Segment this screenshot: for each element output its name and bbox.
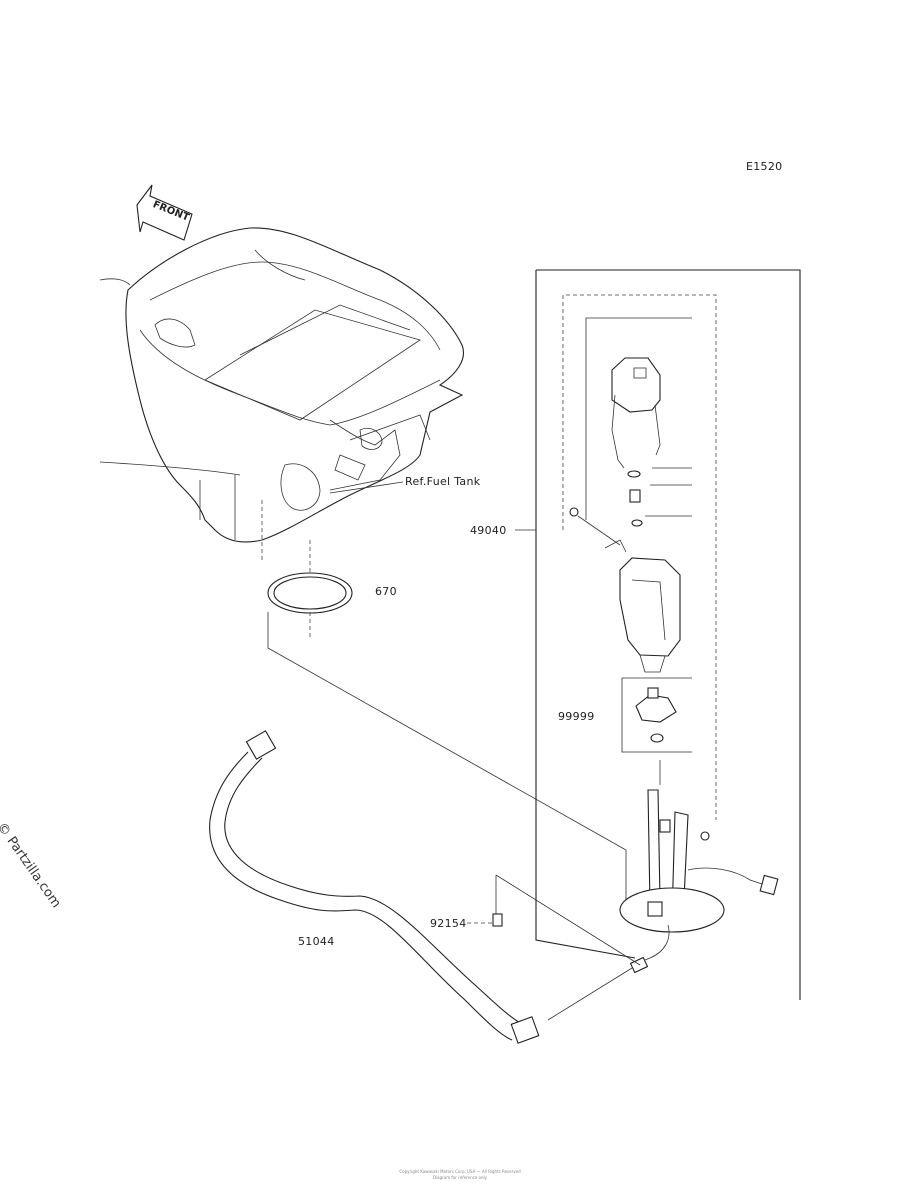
part-51044-label: 51044	[298, 935, 335, 948]
ref-fuel-tank-label: Ref.Fuel Tank	[405, 475, 481, 488]
pump-base-plate	[619, 887, 725, 933]
footer-copyright: Copyright Kawasaki Motors Corp. USA — Al…	[300, 1169, 620, 1181]
fuel-pump-body	[619, 557, 681, 673]
front-arrow-icon: FRONT	[136, 184, 193, 241]
part-670-label: 670	[375, 585, 397, 598]
bracket-49040-outer	[536, 269, 801, 1000]
diagram-code: E1520	[746, 160, 783, 173]
fuel-tank-drawing	[99, 227, 464, 543]
part-92154-label: 92154	[430, 917, 467, 930]
fuel-hose-51044	[209, 730, 633, 1044]
o-ring-670	[267, 572, 353, 614]
footer-line-2: Diagram for reference only	[432, 1175, 488, 1180]
footer-line-1: Copyright Kawasaki Motors Corp. USA — Al…	[399, 1169, 521, 1174]
part-49040-label: 49040	[470, 524, 507, 537]
part-99999-label: 99999	[558, 710, 595, 723]
pump-cap	[611, 357, 661, 469]
